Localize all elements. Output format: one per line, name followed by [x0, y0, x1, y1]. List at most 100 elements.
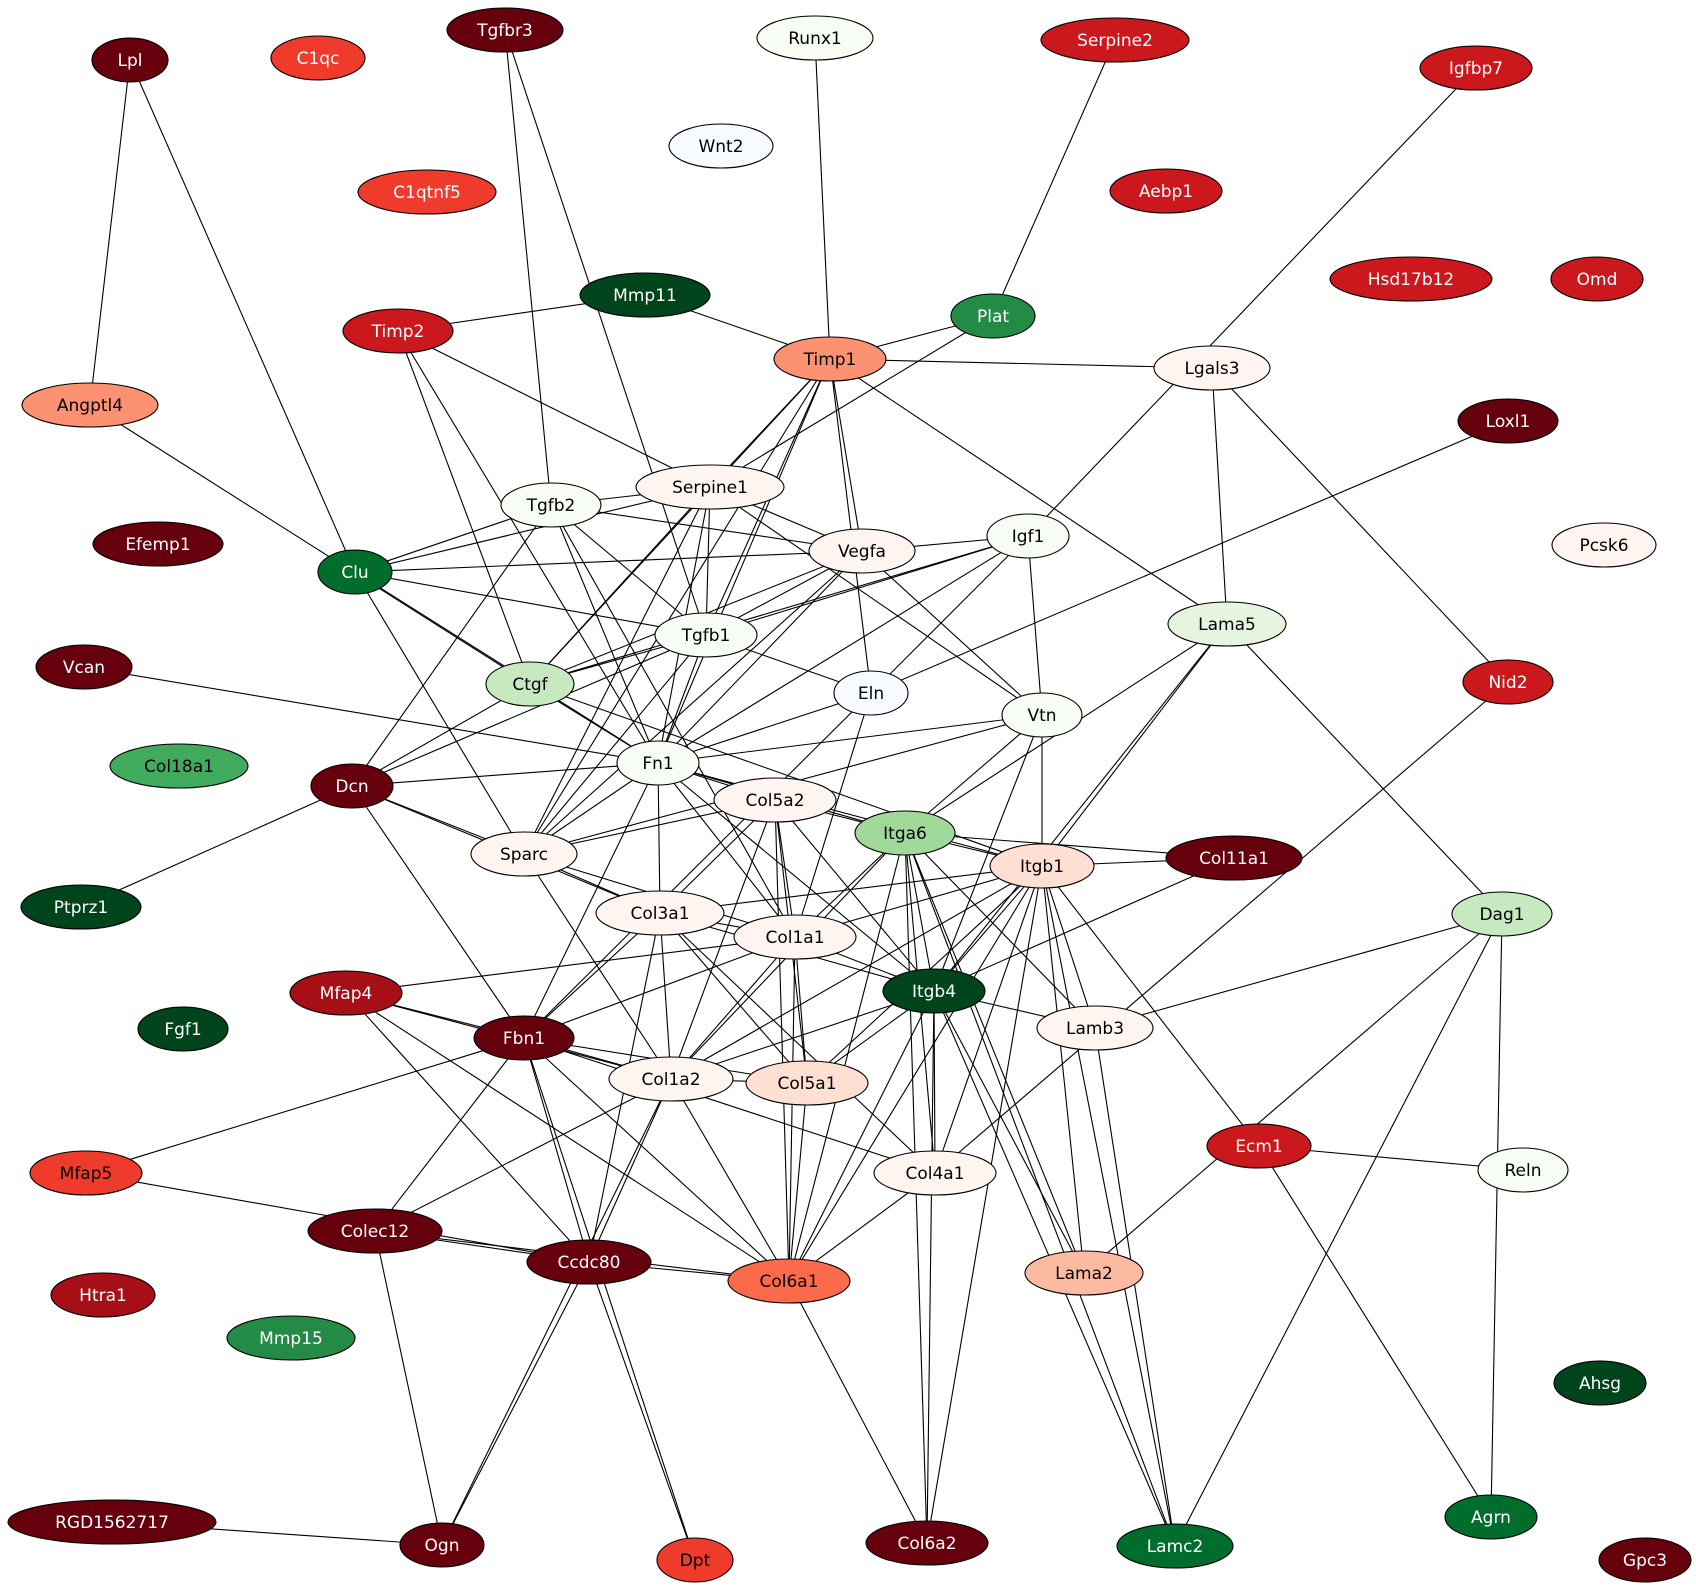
node-lpl[interactable]: Lpl — [91, 37, 169, 83]
edge-timp1-sparc — [523, 358, 831, 855]
node-tgfb2[interactable]: Tgfb2 — [500, 482, 602, 528]
node-reln[interactable]: Reln — [1477, 1147, 1569, 1193]
edge-fbn1-colec12 — [374, 1037, 525, 1232]
node-col5a1[interactable]: Col5a1 — [745, 1060, 869, 1106]
node-ellipse — [226, 1315, 356, 1361]
edge-col5a1-col6a1 — [788, 1082, 808, 1282]
node-ellipse — [317, 549, 393, 595]
node-fgf1[interactable]: Fgf1 — [137, 1006, 229, 1052]
edge-itgb4-col6a1 — [788, 990, 935, 1282]
node-lamc2[interactable]: Lamc2 — [1116, 1523, 1234, 1569]
edge-colec12-ogn — [374, 1230, 443, 1546]
edge-fbn1-col4a1 — [523, 1037, 936, 1174]
node-gpc3[interactable]: Gpc3 — [1598, 1537, 1692, 1583]
node-dpt[interactable]: Dpt — [656, 1537, 734, 1583]
node-ellipse — [399, 1522, 485, 1568]
node-lama5[interactable]: Lama5 — [1167, 601, 1287, 647]
node-vcan[interactable]: Vcan — [35, 644, 133, 690]
node-label: Tgfbr3 — [476, 21, 533, 41]
node-col11a1[interactable]: Col11a1 — [1165, 835, 1303, 881]
node-col4a1[interactable]: Col4a1 — [873, 1150, 997, 1196]
node-serpine1[interactable]: Serpine1 — [635, 464, 785, 510]
node-lamb3[interactable]: Lamb3 — [1036, 1005, 1154, 1051]
edge-ctgf-itgb1 — [529, 683, 1043, 867]
node-ccdc80[interactable]: Ccdc80 — [526, 1239, 652, 1285]
node-efemp1[interactable]: Efemp1 — [92, 521, 224, 567]
node-ellipse — [579, 272, 711, 318]
node-tgfbr3[interactable]: Tgfbr3 — [446, 7, 564, 53]
node-col1a1[interactable]: Col1a1 — [733, 914, 857, 960]
node-igf1[interactable]: Igf1 — [986, 513, 1070, 559]
node-ahsg[interactable]: Ahsg — [1553, 1360, 1647, 1406]
node-label: Fbn1 — [503, 1029, 545, 1049]
node-ellipse — [950, 293, 1036, 339]
node-label: Reln — [1504, 1161, 1541, 1181]
edge-igf1-ctgf — [529, 535, 1029, 685]
node-vtn[interactable]: Vtn — [1001, 692, 1083, 738]
node-ellipse — [1598, 1537, 1692, 1583]
node-ptprz1[interactable]: Ptprz1 — [20, 884, 142, 930]
node-ellipse — [1550, 256, 1644, 302]
node-htra1[interactable]: Htra1 — [50, 1272, 156, 1318]
node-lama2[interactable]: Lama2 — [1024, 1250, 1144, 1296]
node-aebp1[interactable]: Aebp1 — [1109, 168, 1223, 214]
node-itga6[interactable]: Itga6 — [854, 810, 956, 856]
node-pcsk6[interactable]: Pcsk6 — [1551, 522, 1657, 568]
node-dcn[interactable]: Dcn — [310, 763, 394, 809]
node-loxl1[interactable]: Loxl1 — [1457, 398, 1559, 444]
node-hsd17b12[interactable]: Hsd17b12 — [1329, 256, 1493, 302]
node-mmp11[interactable]: Mmp11 — [579, 272, 711, 318]
node-itgb4[interactable]: Itgb4 — [882, 968, 986, 1014]
node-col6a2[interactable]: Col6a2 — [865, 1520, 989, 1566]
node-mfap5[interactable]: Mfap5 — [29, 1150, 143, 1196]
node-nid2[interactable]: Nid2 — [1462, 659, 1554, 705]
node-fbn1[interactable]: Fbn1 — [473, 1015, 575, 1061]
edge-dcn-ptprz1 — [80, 785, 353, 908]
node-label: RGD1562717 — [55, 1513, 169, 1533]
node-omd[interactable]: Omd — [1550, 256, 1644, 302]
node-ctgf[interactable]: Ctgf — [485, 661, 575, 707]
node-col5a2[interactable]: Col5a2 — [713, 777, 837, 823]
edge-layer — [80, 29, 1524, 1561]
node-col6a1[interactable]: Col6a1 — [727, 1258, 851, 1304]
node-col1a2[interactable]: Col1a2 — [608, 1056, 734, 1102]
node-label: Col1a2 — [641, 1070, 700, 1090]
node-mfap4[interactable]: Mfap4 — [289, 970, 403, 1016]
node-col3a1[interactable]: Col3a1 — [595, 890, 725, 936]
node-itgb1[interactable]: Itgb1 — [989, 843, 1095, 889]
node-timp2[interactable]: Timp2 — [342, 308, 454, 354]
node-col18a1[interactable]: Col18a1 — [109, 743, 249, 789]
node-fn1[interactable]: Fn1 — [616, 740, 700, 786]
node-tgfb1[interactable]: Tgfb1 — [654, 612, 758, 658]
node-ellipse — [446, 7, 564, 53]
node-ellipse — [833, 670, 909, 716]
node-ellipse — [656, 1537, 734, 1583]
node-c1qc[interactable]: C1qc — [270, 35, 366, 81]
node-clu[interactable]: Clu — [317, 549, 393, 595]
node-igfbp7[interactable]: Igfbp7 — [1419, 45, 1533, 91]
node-wnt2[interactable]: Wnt2 — [668, 123, 774, 169]
node-dag1[interactable]: Dag1 — [1451, 891, 1553, 937]
node-lgals3[interactable]: Lgals3 — [1153, 345, 1271, 391]
node-rgd1562717[interactable]: RGD1562717 — [7, 1499, 217, 1545]
edge-tgfb1-sparc — [523, 634, 707, 855]
node-eln[interactable]: Eln — [833, 670, 909, 716]
node-label: Igf1 — [1012, 527, 1045, 547]
node-timp1[interactable]: Timp1 — [773, 336, 887, 382]
node-colec12[interactable]: Colec12 — [307, 1208, 443, 1254]
node-ellipse — [1553, 1360, 1647, 1406]
node-serpine2[interactable]: Serpine2 — [1040, 17, 1190, 63]
node-vegfa[interactable]: Vegfa — [808, 528, 916, 574]
node-plat[interactable]: Plat — [950, 293, 1036, 339]
node-sparc[interactable]: Sparc — [470, 831, 578, 877]
node-ellipse — [500, 482, 602, 528]
node-agrn[interactable]: Agrn — [1444, 1494, 1538, 1540]
node-ogn[interactable]: Ogn — [399, 1522, 485, 1568]
node-angptl4[interactable]: Angptl4 — [21, 382, 159, 428]
node-ellipse — [1109, 168, 1223, 214]
node-mmp15[interactable]: Mmp15 — [226, 1315, 356, 1361]
node-runx1[interactable]: Runx1 — [756, 15, 874, 61]
node-c1qtnf5[interactable]: C1qtnf5 — [357, 169, 497, 215]
edge-dag1-lamc2 — [1174, 913, 1503, 1547]
node-ecm1[interactable]: Ecm1 — [1206, 1123, 1312, 1169]
